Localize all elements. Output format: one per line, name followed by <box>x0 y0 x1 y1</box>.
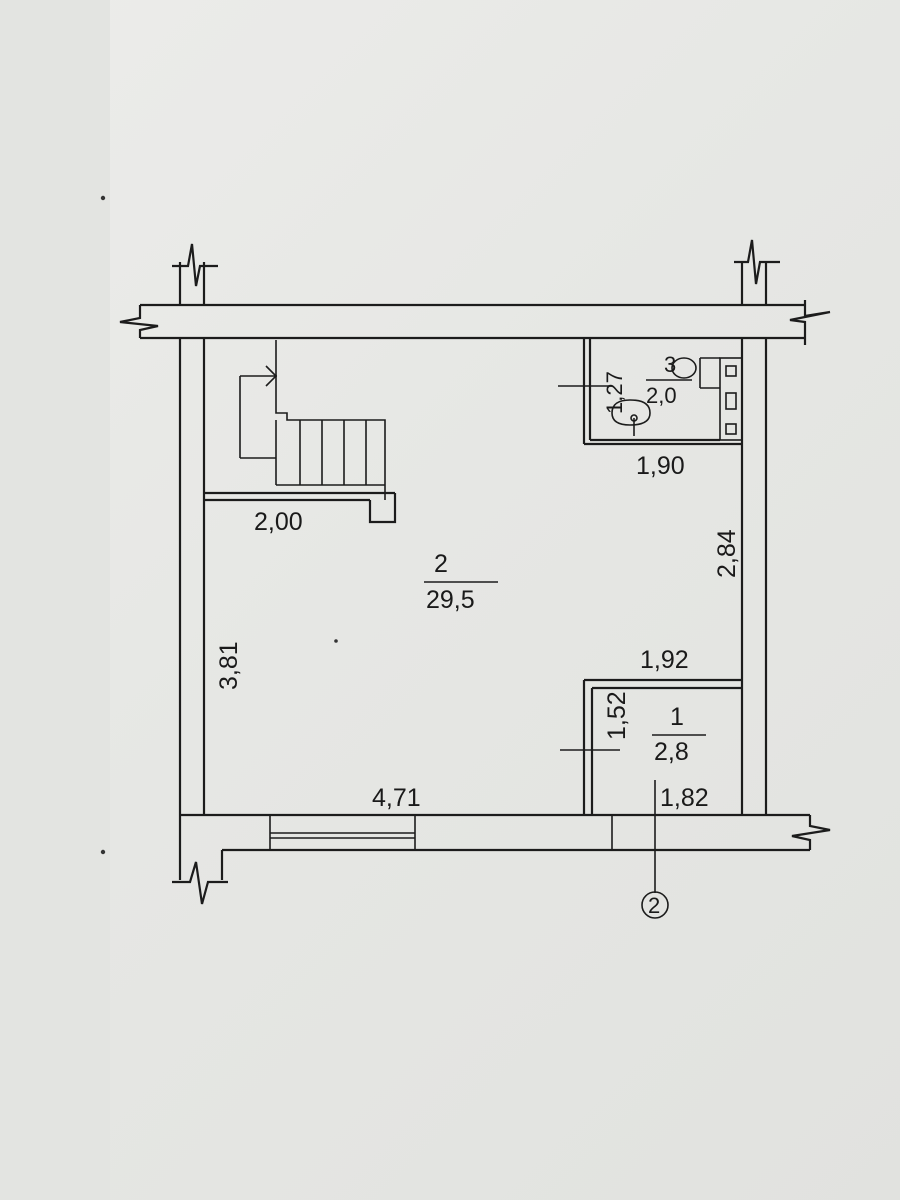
right-wall <box>734 239 780 815</box>
staircase <box>204 340 397 524</box>
dim-bottom-width: 4,71 <box>372 784 421 812</box>
sheet-shadow <box>0 0 110 1200</box>
room-3-number: 3 <box>664 352 676 377</box>
room-1-number: 1 <box>670 703 684 731</box>
top-wall <box>119 300 831 345</box>
paper-mark <box>334 639 338 643</box>
paper-mark <box>100 849 106 855</box>
room-1-area: 2,8 <box>654 738 689 766</box>
dim-left-height: 3,81 <box>215 641 243 690</box>
dim-bath-width: 1,90 <box>636 452 685 480</box>
sink-icon <box>611 399 651 426</box>
left-wall <box>172 243 218 815</box>
axis-label: 2 <box>648 893 660 918</box>
dim-closet-bottom-width: 1,82 <box>660 784 709 812</box>
toilet-icon <box>671 357 697 379</box>
paper-mark <box>100 195 106 201</box>
dim-stair-width: 2,00 <box>254 508 303 536</box>
dim-closet-top-width: 1,92 <box>640 646 689 674</box>
room-2-number: 2 <box>434 550 448 578</box>
room-3-area: 2,0 <box>646 383 677 408</box>
dim-closet-height: 1,52 <box>603 691 631 740</box>
dim-bath-height: 1,27 <box>602 371 627 414</box>
bottom-wall <box>172 813 831 905</box>
room-2-area: 29,5 <box>426 586 475 614</box>
closet <box>560 678 742 815</box>
axis-marker <box>641 780 669 919</box>
bathroom <box>558 338 743 446</box>
dim-right-height: 2,84 <box>713 529 741 578</box>
